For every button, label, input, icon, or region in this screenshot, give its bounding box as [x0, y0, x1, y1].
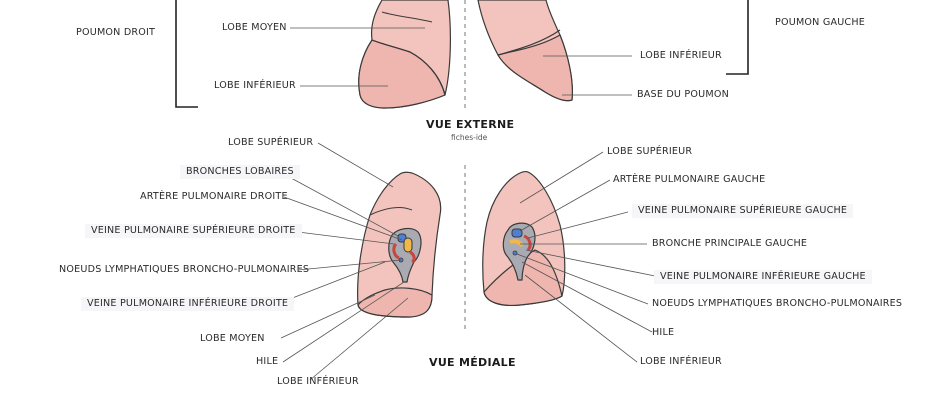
medial-right-leader-lines — [516, 151, 656, 363]
label-base-du-poumon: BASE DU POUMON — [637, 89, 729, 100]
label-veine-pulmonaire-superieure-droite: VEINE PULMONAIRE SUPÉRIEURE DROITE — [85, 224, 302, 238]
right-lung-fissure-2 — [381, 11, 433, 23]
left-lung-fissure — [497, 29, 561, 56]
label-lobe-superieur-left-medial: LOBE SUPÉRIEUR — [607, 146, 693, 157]
label-artere-pulmonaire-gauche: ARTÈRE PULMONAIRE GAUCHE — [613, 174, 766, 185]
bracket-left-lung — [726, 0, 749, 75]
label-lobe-inferieur-right-external: LOBE INFÉRIEUR — [214, 80, 296, 91]
right-pulmonary-vein — [392, 242, 400, 260]
left-pulmonary-vein — [523, 234, 532, 252]
label-hile-left: HILE — [652, 327, 675, 338]
left-lymph-node — [512, 250, 518, 256]
label-lobe-moyen-external: LOBE MOYEN — [222, 22, 287, 33]
label-hile-right: HILE — [256, 356, 279, 367]
label-bronches-lobaires: BRONCHES LOBAIRES — [180, 165, 300, 179]
credit-text: fiches-ide — [451, 133, 488, 142]
medial-right-lung — [357, 171, 442, 318]
label-lobe-inferieur-left-external: LOBE INFÉRIEUR — [640, 50, 722, 61]
right-lobar-bronchus — [403, 237, 413, 253]
label-veine-pulmonaire-inferieure-gauche: VEINE PULMONAIRE INFÉRIEURE GAUCHE — [654, 270, 872, 284]
label-lobe-superieur-right-medial: LOBE SUPÉRIEUR — [228, 137, 314, 148]
label-noeuds-lymphatiques-left: NOEUDS LYMPHATIQUES BRONCHO-PULMONAIRES — [652, 298, 903, 309]
label-lobe-inferieur-right-medial: LOBE INFÉRIEUR — [277, 376, 359, 387]
external-leader-lines — [290, 27, 632, 96]
medial-left-leader-lines — [276, 142, 409, 381]
label-lobe-inferieur-left-medial: LOBE INFÉRIEUR — [640, 356, 722, 367]
left-lung-inferior-lobe-shade — [497, 34, 573, 102]
label-lobe-moyen-medial: LOBE MOYEN — [200, 333, 265, 344]
label-poumon-droit: POUMON DROIT — [76, 27, 156, 38]
bracket-right-lung — [175, 0, 198, 108]
right-hilum — [388, 227, 422, 283]
right-pulmonary-vein-2 — [409, 250, 416, 264]
left-main-bronchus — [509, 239, 524, 248]
title-vue-mediale: VUE MÉDIALE — [429, 356, 516, 369]
left-pulmonary-artery — [511, 228, 523, 238]
label-veine-pulmonaire-inferieure-droite: VEINE PULMONAIRE INFÉRIEURE DROITE — [81, 297, 295, 311]
label-veine-pulmonaire-superieure-gauche: VEINE PULMONAIRE SUPÉRIEURE GAUCHE — [632, 204, 854, 218]
external-view — [358, 0, 573, 109]
label-bronche-principale-gauche: BRONCHE PRINCIPALE GAUCHE — [652, 238, 808, 249]
right-lung-fissure — [371, 39, 446, 96]
label-noeuds-lymphatiques-right: NOEUDS LYMPHATIQUES BRONCHO-PULMONAIRES — [59, 264, 310, 275]
label-poumon-gauche: POUMON GAUCHE — [775, 17, 866, 28]
label-artere-pulmonaire-droite: ARTÈRE PULMONAIRE DROITE — [140, 191, 288, 202]
title-vue-externe: VUE EXTERNE — [426, 118, 515, 131]
medial-left-lung — [482, 170, 566, 307]
